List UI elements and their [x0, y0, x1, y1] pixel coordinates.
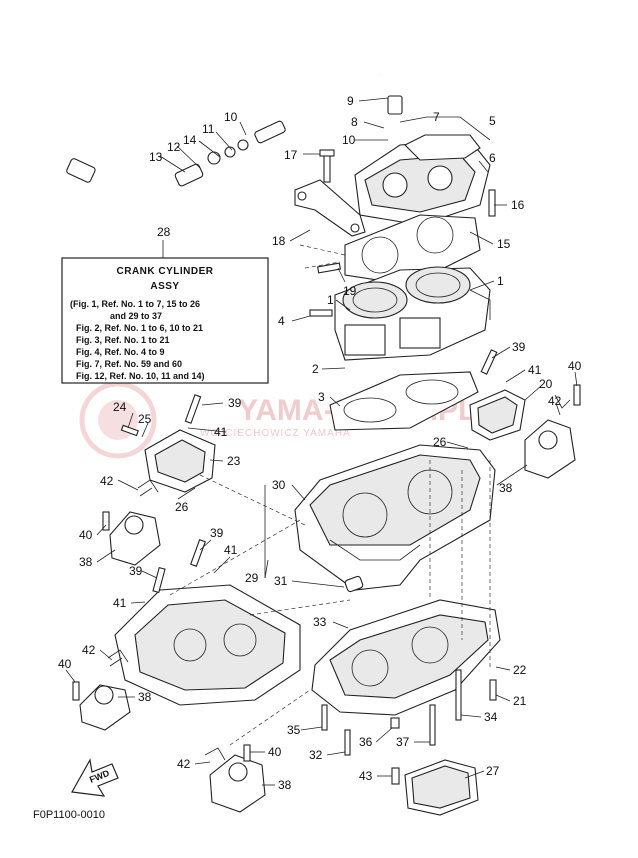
callout: 16 [511, 198, 525, 212]
callout: 41 [113, 596, 127, 610]
box-line: Fig. 3, Ref. No. 1 to 21 [76, 335, 170, 345]
callout: 40 [79, 528, 93, 542]
callout: 40 [268, 745, 282, 759]
callout: 21 [513, 694, 527, 708]
callout: 10 [342, 133, 356, 147]
base-gasket [329, 371, 479, 431]
water-hose-assembly [66, 65, 403, 193]
box-subtitle: ASSY [150, 281, 179, 292]
engine-bracket [294, 179, 366, 237]
callout: 3 [318, 390, 325, 404]
box-line: Fig. 7, Ref. No. 59 and 60 [76, 359, 182, 369]
intake-right [469, 389, 526, 441]
callout: 42 [100, 474, 114, 488]
engine-mount-left-lower [79, 684, 131, 731]
callout: 39 [129, 564, 143, 578]
callout: 23 [227, 454, 241, 468]
cylinder-block [334, 266, 491, 361]
callout: 26 [433, 435, 447, 449]
callout: 9 [347, 94, 354, 108]
stopper-shape [554, 394, 571, 409]
callout: 20 [539, 377, 553, 391]
intake-manifold [144, 429, 216, 493]
callout: 29 [245, 571, 259, 585]
engine-mount-bottom [209, 754, 266, 813]
callout: 42 [548, 394, 562, 408]
callout: 32 [309, 748, 323, 762]
callout-numbers: 9 10 8 7 5 10 11 14 12 13 17 6 16 18 15 … [58, 94, 582, 792]
cover-plate [391, 759, 479, 816]
watermark-sub: WOJCIECHOWICZ YAMAHA [200, 428, 351, 439]
callout: 6 [489, 151, 496, 165]
callout: 39 [228, 396, 242, 410]
callout: 11 [202, 122, 215, 136]
callout: 25 [138, 412, 152, 426]
guide-lines [169, 244, 491, 746]
callout: 38 [278, 778, 292, 792]
engine-mount-right [524, 419, 576, 479]
callout: 37 [396, 735, 410, 749]
callout: 19 [343, 284, 357, 298]
callout: 5 [489, 114, 496, 128]
callout: 38 [79, 555, 93, 569]
bolts [72, 149, 581, 762]
callout: 12 [167, 140, 181, 154]
callout: 2 [312, 362, 319, 376]
callout: 13 [149, 150, 163, 164]
stopper-shape [137, 479, 159, 497]
head-gasket [344, 214, 481, 286]
callout: 38 [138, 690, 152, 704]
box-line: Fig. 2, Ref. No. 1 to 6, 10 to 21 [76, 323, 203, 333]
callout: 27 [486, 764, 500, 778]
fwd-arrow: FWD [71, 758, 119, 797]
callout: 42 [82, 643, 96, 657]
crankcase-lower [311, 599, 501, 716]
callout: 31 [274, 574, 288, 588]
callout: 41 [528, 363, 542, 377]
callout: 40 [58, 657, 72, 671]
callout: 39 [512, 340, 526, 354]
callout: 8 [351, 115, 358, 129]
callout: 14 [183, 133, 197, 147]
stopper-shape [107, 649, 129, 667]
callout: 17 [284, 148, 298, 162]
callout: 40 [568, 359, 582, 373]
callout: 1 [327, 293, 334, 307]
assembly-info-box: CRANK CYLINDER ASSY (Fig. 1, Ref. No. 1 … [61, 240, 269, 384]
callout: 1 [497, 274, 504, 288]
callout: 7 [433, 110, 440, 124]
callout: 34 [484, 710, 498, 724]
box-line: (Fig. 1, Ref. No. 1 to 7, 15 to 26 [70, 299, 200, 309]
callout: 42 [177, 757, 191, 771]
callout: 43 [359, 769, 373, 783]
callout: 26 [175, 500, 189, 514]
cylinder-head [354, 134, 491, 226]
callout: 39 [210, 526, 224, 540]
callout: 30 [272, 478, 286, 492]
box-line: Fig. 4, Ref. No. 4 to 9 [76, 347, 165, 357]
box-title: CRANK CYLINDER [117, 266, 214, 277]
callout-box-ref: 28 [157, 225, 171, 239]
callout: 15 [497, 237, 511, 251]
callout: 36 [359, 735, 373, 749]
engine-mount-left-upper [109, 511, 161, 566]
callout: 24 [113, 400, 127, 414]
callout: 33 [313, 615, 327, 629]
callout: 41 [224, 543, 238, 557]
crankcase-upper [294, 444, 496, 591]
callout: 22 [513, 663, 527, 677]
callout-leaders [65, 97, 578, 786]
stopper-shape [204, 747, 226, 761]
callout: 38 [499, 481, 513, 495]
exhaust-manifold [114, 584, 301, 706]
callout: 35 [287, 723, 301, 737]
callout: 41 [214, 425, 228, 439]
box-line: and 29 to 37 [110, 311, 162, 321]
box-line: Fig. 12, Ref. No. 10, 11 and 14) [76, 371, 205, 381]
callout: 4 [278, 314, 285, 328]
figure-code: F0P1100-0010 [33, 809, 105, 821]
callout: 10 [224, 110, 238, 124]
callout: 18 [272, 234, 286, 248]
